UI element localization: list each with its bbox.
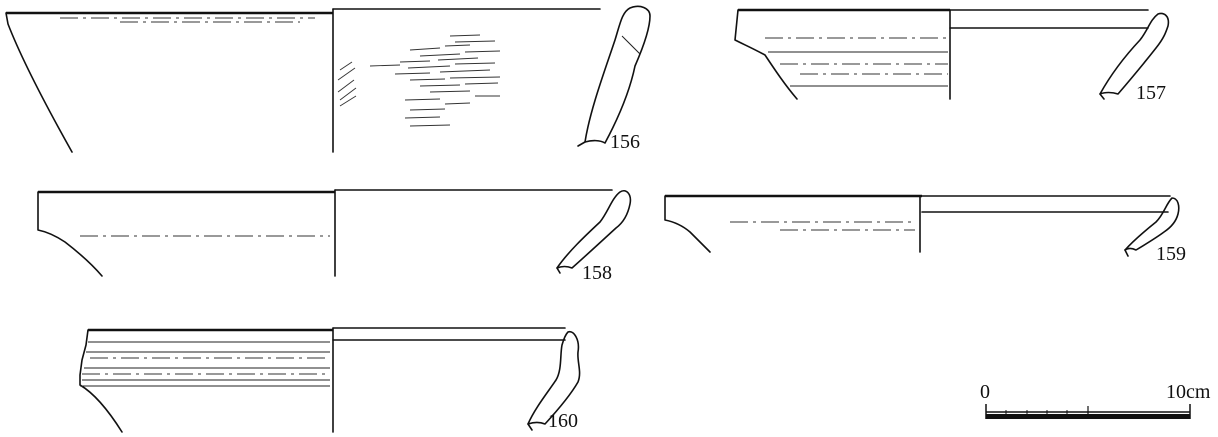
scale-end-label: 10cm: [1166, 381, 1211, 403]
label-158: 158: [582, 262, 612, 284]
sherd-160: 160: [79, 327, 581, 433]
label-159: 159: [1156, 243, 1186, 265]
scale-start-label: 0: [980, 381, 990, 403]
label-157: 157: [1136, 82, 1166, 104]
label-160: 160: [548, 410, 578, 432]
sherd-156: 156: [5, 5, 651, 153]
sherd-159: 159: [664, 194, 1186, 265]
scale-bar: 0 10cm: [980, 381, 1211, 419]
sherd-157: 157: [734, 8, 1170, 104]
texture-marks: [337, 34, 501, 127]
sherd-158: 158: [37, 189, 632, 284]
label-156: 156: [610, 131, 640, 153]
